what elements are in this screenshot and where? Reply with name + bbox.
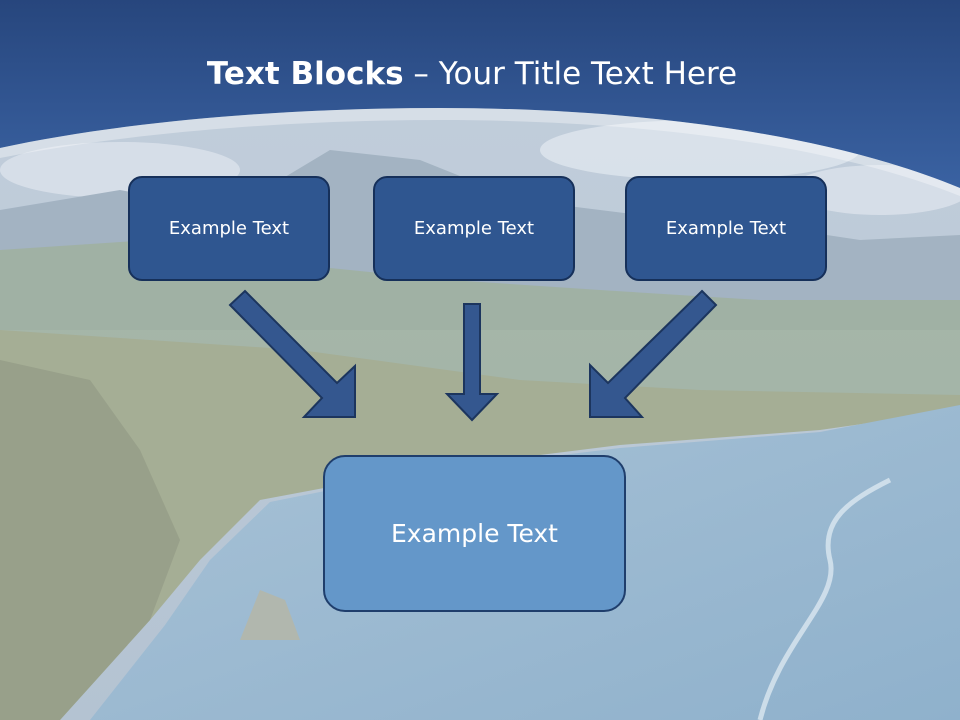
text-block-top-right[interactable]: Example Text (625, 176, 827, 281)
text-block-top-left[interactable]: Example Text (128, 176, 330, 281)
text-block-bottom[interactable]: Example Text (323, 455, 626, 612)
title-dash: – (403, 56, 439, 92)
title-rest: Your Title Text Here (438, 56, 738, 92)
title-bold: Text Blocks (206, 56, 404, 92)
arrow-right-diagonal (589, 289, 718, 418)
page-title: Text Blocks – Your Title Text Here (0, 52, 944, 96)
arrow-center-down (444, 303, 500, 422)
arrow-left-diagonal (228, 289, 356, 418)
text-block-top-center[interactable]: Example Text (373, 176, 575, 281)
